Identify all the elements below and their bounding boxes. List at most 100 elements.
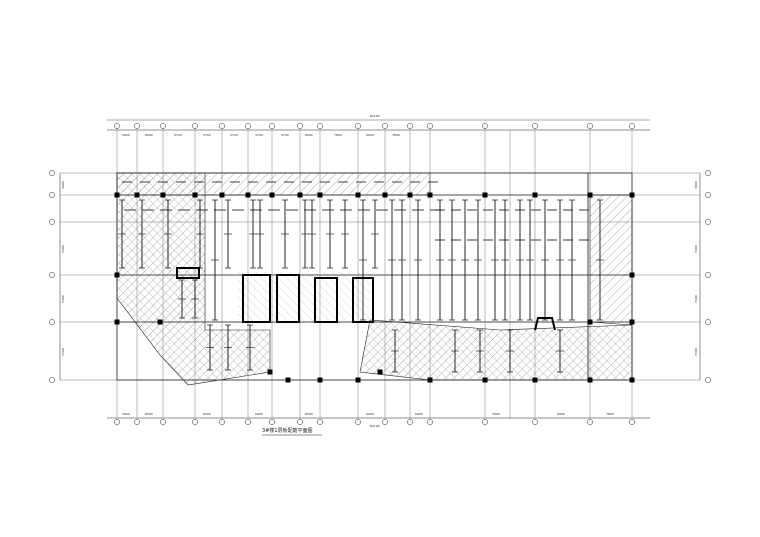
axis-bubble-top bbox=[317, 123, 323, 129]
column bbox=[317, 192, 323, 198]
axis-bubble-bottom bbox=[427, 419, 433, 425]
axis-bubble-bottom bbox=[629, 419, 635, 425]
column bbox=[427, 192, 433, 198]
axis-bubble-bottom bbox=[532, 419, 538, 425]
core-shaft-2 bbox=[276, 274, 300, 323]
dimension-text-right: 3900 bbox=[694, 181, 698, 189]
dimension-text-left: 3900 bbox=[61, 181, 65, 189]
dimension-text-top: 5700 bbox=[174, 133, 182, 137]
column bbox=[160, 192, 166, 198]
axis-annotations: 3900 6000 5700 3700 2700 3700 3700 6000 7800 6900… bbox=[49, 114, 711, 428]
axis-bubble-right bbox=[705, 219, 711, 225]
dimension-text-right: 7400 bbox=[694, 245, 698, 253]
column bbox=[587, 192, 593, 198]
axis-bubble-top bbox=[482, 123, 488, 129]
column bbox=[267, 369, 273, 375]
dimension-text-top: 7800 bbox=[392, 133, 400, 137]
axis-bubble-right bbox=[705, 272, 711, 278]
dimension-total-text-bottom: 62100 bbox=[370, 424, 380, 428]
dimension-text-top: 3700 bbox=[281, 133, 289, 137]
dimension-total-text: 62100 bbox=[370, 114, 380, 118]
columns bbox=[114, 192, 635, 383]
column bbox=[427, 377, 433, 383]
axis-bubble-bottom bbox=[114, 419, 120, 425]
dimension-text-left: 7300 bbox=[61, 348, 65, 356]
dimension-text-top: 6000 bbox=[145, 133, 153, 137]
column bbox=[407, 192, 413, 198]
dimension-text-bottom: 6000 bbox=[415, 412, 423, 416]
axis-bubble-bottom bbox=[382, 419, 388, 425]
dimension-text-top: 3900 bbox=[122, 133, 130, 137]
column bbox=[219, 192, 225, 198]
column bbox=[587, 319, 593, 325]
axis-bubble-bottom bbox=[482, 419, 488, 425]
column bbox=[629, 272, 635, 278]
axis-bubble-bottom bbox=[317, 419, 323, 425]
dimension-text-top: 6000 bbox=[305, 133, 313, 137]
column bbox=[587, 377, 593, 383]
dimension-text-top: 2700 bbox=[230, 133, 238, 137]
axis-bubble-top bbox=[587, 123, 593, 129]
core-walls bbox=[176, 267, 556, 331]
column bbox=[192, 192, 198, 198]
rebar-marks bbox=[118, 181, 604, 373]
axis-bubble-top bbox=[192, 123, 198, 129]
drawing-caption: 3#楼1层板配筋平面图 bbox=[262, 427, 313, 434]
axis-bubble-right bbox=[705, 319, 711, 325]
dimension-text-top: 3700 bbox=[203, 133, 211, 137]
column bbox=[482, 377, 488, 383]
axis-bubble-top bbox=[355, 123, 361, 129]
column bbox=[532, 377, 538, 383]
axis-bubble-right bbox=[705, 377, 711, 383]
dimension-text-top: 6900 bbox=[366, 133, 374, 137]
axis-bubble-top bbox=[532, 123, 538, 129]
dimension-text-bottom: 6000 bbox=[203, 412, 211, 416]
column bbox=[157, 319, 163, 325]
dimension-text-left: 7400 bbox=[61, 295, 65, 303]
dimension-text-bottom: 6000 bbox=[255, 412, 263, 416]
axis-bubble-bottom bbox=[297, 419, 303, 425]
axis-bubble-left bbox=[49, 219, 55, 225]
core-shaft-5 bbox=[176, 267, 200, 279]
dimension-text-bottom: 6000 bbox=[366, 412, 374, 416]
column bbox=[245, 192, 251, 198]
column bbox=[355, 377, 361, 383]
dimension-text-bottom: 6900 bbox=[557, 412, 565, 416]
axis-bubble-bottom bbox=[355, 419, 361, 425]
axis-bubble-right bbox=[705, 192, 711, 198]
column bbox=[134, 192, 140, 198]
axis-bubble-bottom bbox=[269, 419, 275, 425]
column bbox=[382, 192, 388, 198]
slab-right-region-cross bbox=[360, 320, 632, 380]
dimension-text-bottom: 6000 bbox=[305, 412, 313, 416]
axis-bubble-right bbox=[705, 170, 711, 176]
axis-bubble-bottom bbox=[219, 419, 225, 425]
column bbox=[482, 192, 488, 198]
axis-bubble-bottom bbox=[587, 419, 593, 425]
dimension-text-top: 7800 bbox=[334, 133, 342, 137]
axis-bubble-top bbox=[382, 123, 388, 129]
axis-bubble-bottom bbox=[160, 419, 166, 425]
column bbox=[532, 192, 538, 198]
column bbox=[629, 319, 635, 325]
core-shaft-4 bbox=[352, 277, 374, 323]
dimension-text-bottom: 3900 bbox=[122, 412, 130, 416]
column bbox=[114, 192, 120, 198]
axis-bubble-left bbox=[49, 170, 55, 176]
column bbox=[114, 319, 120, 325]
axis-bubble-bottom bbox=[245, 419, 251, 425]
dimension-text-bottom: 7800 bbox=[606, 412, 614, 416]
axis-bubble-top bbox=[407, 123, 413, 129]
axis-bubble-bottom bbox=[192, 419, 198, 425]
slab-top-band bbox=[116, 172, 431, 196]
axis-bubble-left bbox=[49, 272, 55, 278]
axis-bubble-top bbox=[269, 123, 275, 129]
dimension-text-bottom: 6000 bbox=[145, 412, 153, 416]
dimension-text-left: 7400 bbox=[61, 245, 65, 253]
dimension-text-right: 7400 bbox=[694, 295, 698, 303]
dimension-text-top: 3700 bbox=[255, 133, 263, 137]
axis-bubble-top bbox=[160, 123, 166, 129]
axis-bubble-left bbox=[49, 319, 55, 325]
column bbox=[377, 369, 383, 375]
